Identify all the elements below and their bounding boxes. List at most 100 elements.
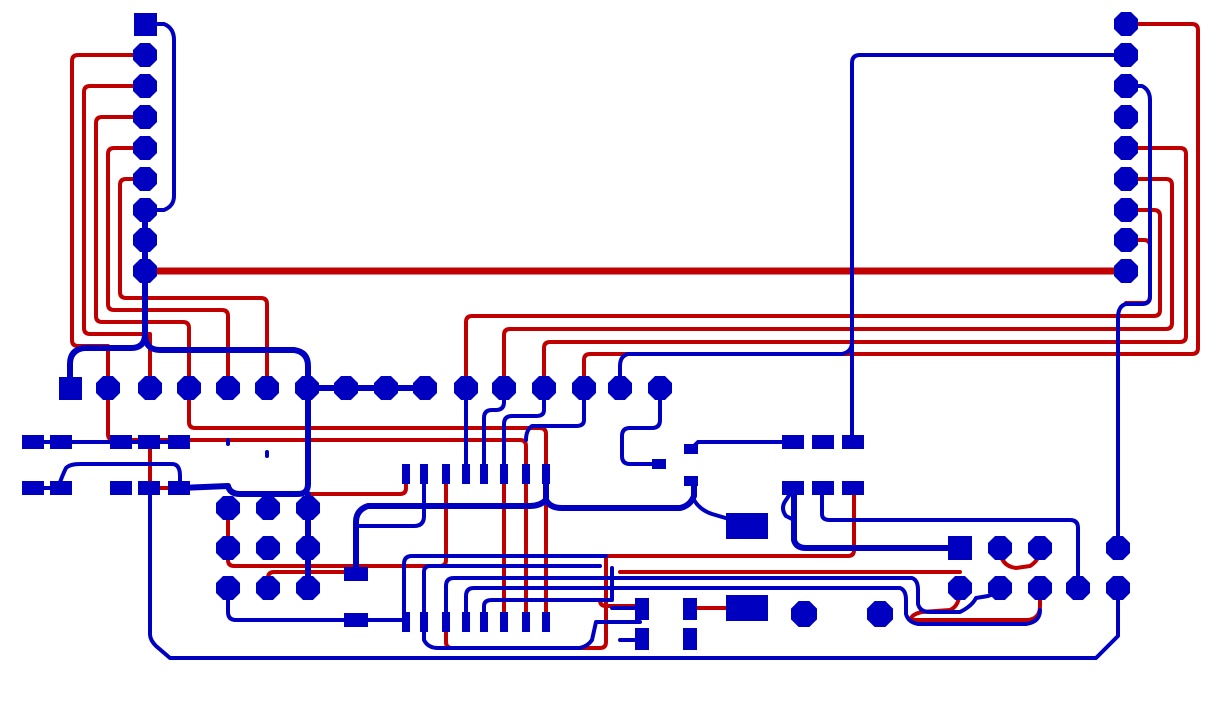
header-pin [1114,74,1138,98]
smd-pad [635,598,649,620]
header-pin [1114,12,1138,36]
connector-pin [988,576,1012,600]
red-trace [106,386,528,472]
ic-pin [462,612,470,632]
row-pin [177,376,201,400]
red-trace [582,22,1200,390]
red-trace [118,177,269,390]
ic-pin [480,464,488,484]
blue-trace [1116,84,1152,550]
connector-pin [988,536,1012,560]
smd-pad [812,435,834,449]
grid-pin [216,536,240,560]
red-trace [464,208,1162,390]
ic-pin [420,464,428,484]
red-trace [542,146,1188,390]
red-trace [226,470,448,568]
row-pin [572,376,596,400]
smd-pad [110,435,132,449]
connector-pin [1028,576,1052,600]
blue-trace [226,586,358,622]
red-trace [305,470,408,496]
row-pin [96,376,120,400]
header-pin [133,74,157,98]
blue-trace [524,386,586,442]
smd-pad [782,435,804,449]
blue-trace [358,470,426,528]
smd-pad [168,435,190,449]
red-trace [106,146,230,390]
ic-pin [500,464,508,484]
header-pin [1114,198,1138,222]
row-pin [608,376,632,400]
header-pin [133,167,157,191]
smd-pad [22,481,44,495]
connector-pin [948,576,972,600]
blue-trace [482,566,614,624]
ic-pin [542,464,550,484]
blue-bus-trace [142,331,311,497]
row-pin [492,376,516,400]
header-pin [133,136,157,160]
smd-pad [782,481,804,495]
header-pin [133,259,157,283]
blue-bus-trace [353,497,549,577]
connector-pin [1106,576,1130,600]
smd-pad [22,435,44,449]
red-trace [94,115,191,390]
large-smd-pad [726,595,768,621]
row-pin [216,376,240,400]
ic-pin [542,612,550,632]
ic-pin [442,464,450,484]
ic-pin [402,464,410,484]
grid-pin [216,576,240,600]
connector-pin-square [948,536,972,560]
smd-pad [635,628,649,650]
header-pin [1114,136,1138,160]
large-smd-pad [726,513,768,539]
row-pin [374,376,398,400]
ic-pin [462,464,470,484]
blue-trace [143,22,176,212]
blue-trace [422,564,602,624]
grid-pin [216,496,240,520]
ic-pin [402,612,410,632]
ic-pin [480,612,488,632]
header-pin-square [134,13,157,36]
blue-trace [502,386,546,472]
grid-pin [296,576,320,600]
blue-trace [688,440,796,452]
blue-trace [30,462,182,490]
header-pin [1114,259,1138,283]
connector-pin [1106,536,1130,560]
grid-pin [256,576,280,600]
row-pin [334,376,358,400]
smd-pad [812,481,834,495]
smd-pad [842,481,864,495]
header-pin [1114,228,1138,252]
ic-pin [522,464,530,484]
smd-pad [842,435,864,449]
through-hole-pad [791,601,817,627]
grid-pin [296,496,320,520]
row-pin [255,376,279,400]
red-trace [502,177,1174,390]
ic-pin [442,612,450,632]
smd-pad [652,459,666,469]
blue-trace [148,486,1120,660]
ic-pin [500,612,508,632]
header-pin [133,198,157,222]
row-pin [295,376,319,400]
blue-trace [692,498,748,526]
row-pin [648,376,672,400]
blue-trace [482,386,506,472]
smd-pad [168,481,190,495]
grid-pin [256,536,280,560]
row-pin [532,376,556,400]
red-trace [187,386,548,472]
blue-bus-trace [543,469,697,511]
through-hole-pad [867,601,893,627]
blue-trace [620,386,662,466]
header-pin [133,43,157,67]
